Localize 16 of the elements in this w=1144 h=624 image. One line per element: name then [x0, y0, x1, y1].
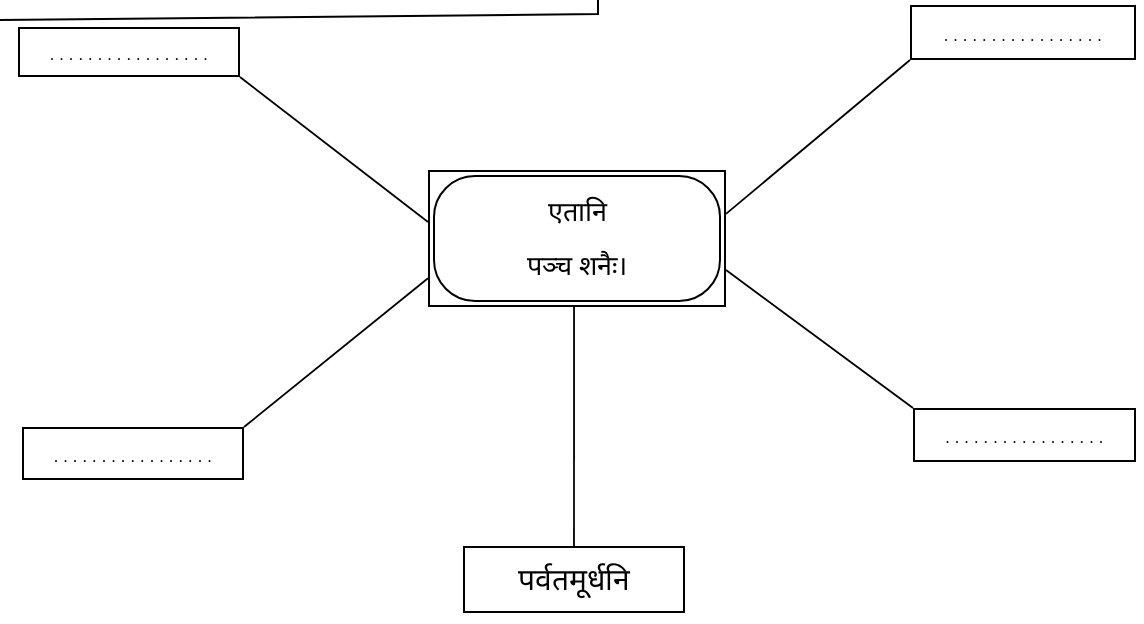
connector-line — [243, 277, 429, 428]
fill-in-line: ................. — [52, 448, 218, 465]
answer-box — [910, 5, 1136, 60]
connector-line — [725, 269, 914, 409]
box-label: एतानि पञ्च शनैः। — [526, 195, 628, 283]
connector-line — [573, 306, 575, 547]
connector-line — [239, 76, 429, 223]
central-box — [428, 170, 726, 307]
fill-in-line: ................. — [48, 47, 214, 63]
fill-in-line: ................. — [942, 27, 1108, 44]
answer-box — [463, 546, 685, 613]
answer-box — [22, 427, 244, 480]
connector-line — [725, 59, 911, 215]
answer-box — [18, 27, 240, 77]
fill-in-line: ................. — [944, 430, 1109, 446]
answer-box — [913, 408, 1136, 462]
